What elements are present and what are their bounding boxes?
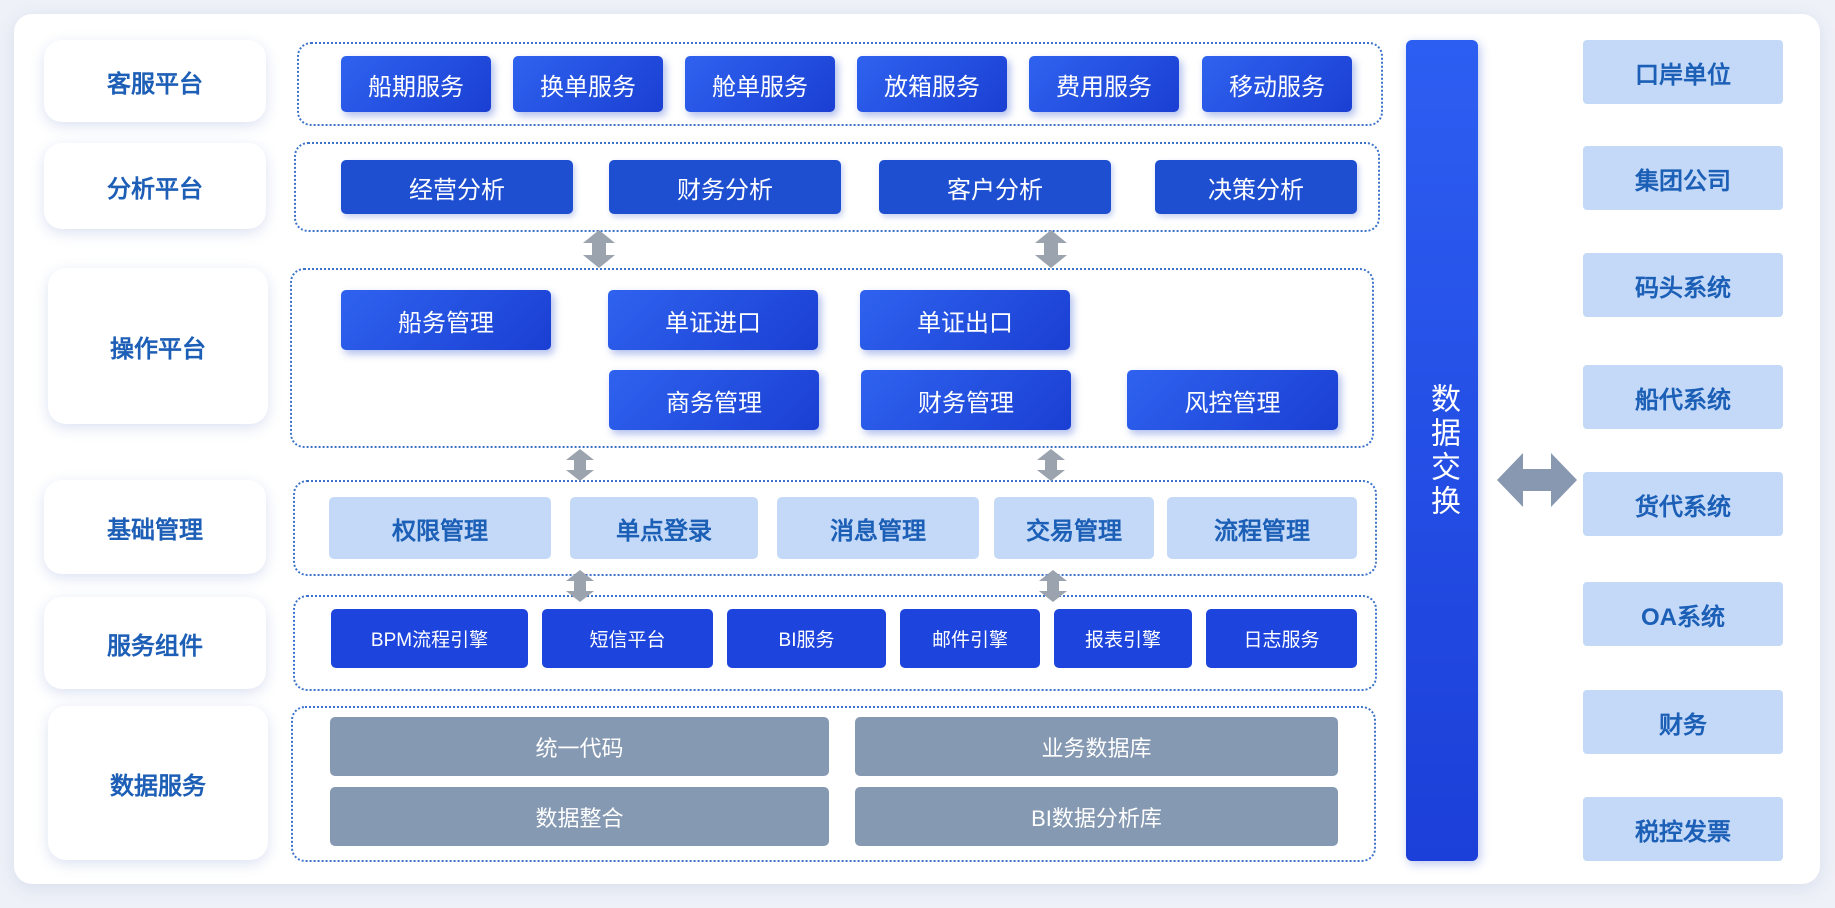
- box-single-sign-on: 单点登录: [570, 497, 758, 559]
- box-message-management: 消息管理: [777, 497, 979, 559]
- box-document-export: 单证出口: [860, 290, 1070, 350]
- external-finance: 财务: [1583, 690, 1783, 754]
- frame-foundation: [293, 480, 1377, 576]
- external-group-company: 集团公司: [1583, 146, 1783, 210]
- box-finance-management: 财务管理: [861, 370, 1071, 430]
- frame-customer-service: [297, 42, 1383, 126]
- box-business-database: 业务数据库: [855, 717, 1338, 776]
- box-bpm-engine: BPM流程引擎: [331, 609, 528, 668]
- double-arrow-vertical-icon: [566, 570, 594, 602]
- label-service-components: 服务组件: [44, 597, 266, 689]
- box-bi-analysis-database: BI数据分析库: [855, 787, 1338, 846]
- label-data-services: 数据服务: [48, 706, 268, 860]
- external-port-authority: 口岸单位: [1583, 40, 1783, 104]
- box-commerce-management: 商务管理: [609, 370, 819, 430]
- box-fee-service: 费用服务: [1029, 56, 1179, 112]
- box-sms-platform: 短信平台: [542, 609, 713, 668]
- label-operation-platform: 操作平台: [48, 268, 268, 424]
- box-financial-analysis: 财务分析: [609, 160, 841, 214]
- label-analysis-platform: 分析平台: [44, 143, 266, 229]
- box-permission-management: 权限管理: [329, 497, 551, 559]
- box-decision-analysis: 决策分析: [1155, 160, 1357, 214]
- double-arrow-vertical-icon: [1035, 230, 1067, 268]
- box-ship-schedule-service: 船期服务: [341, 56, 491, 112]
- box-unified-code: 统一代码: [330, 717, 829, 776]
- frame-components: [293, 595, 1377, 691]
- box-document-import: 单证进口: [608, 290, 818, 350]
- double-arrow-vertical-icon: [1037, 449, 1065, 481]
- double-arrow-vertical-icon: [583, 230, 615, 268]
- box-process-management: 流程管理: [1167, 497, 1357, 559]
- box-transaction-management: 交易管理: [994, 497, 1154, 559]
- box-mail-engine: 邮件引擎: [900, 609, 1040, 668]
- data-exchange-bar: 数据交换: [1406, 40, 1478, 861]
- frame-analysis: [294, 142, 1380, 232]
- double-arrow-horizontal-icon: [1497, 453, 1577, 507]
- box-log-service: 日志服务: [1206, 609, 1357, 668]
- double-arrow-vertical-icon: [1039, 570, 1067, 602]
- box-bi-service: BI服务: [727, 609, 886, 668]
- external-tax-invoice: 税控发票: [1583, 797, 1783, 861]
- label-customer-service-platform: 客服平台: [44, 40, 266, 122]
- box-data-integration: 数据整合: [330, 787, 829, 846]
- frame-operation: [290, 268, 1374, 448]
- box-customer-analysis: 客户分析: [879, 160, 1111, 214]
- label-foundation-management: 基础管理: [44, 480, 266, 574]
- box-manifest-service: 舱单服务: [685, 56, 835, 112]
- box-container-release-service: 放箱服务: [857, 56, 1007, 112]
- box-business-analysis: 经营分析: [341, 160, 573, 214]
- box-mobile-service: 移动服务: [1202, 56, 1352, 112]
- box-bill-exchange-service: 换单服务: [513, 56, 663, 112]
- box-report-engine: 报表引擎: [1054, 609, 1192, 668]
- external-terminal-system: 码头系统: [1583, 253, 1783, 317]
- external-freight-forwarder-system: 货代系统: [1583, 472, 1783, 536]
- box-ship-affairs-management: 船务管理: [341, 290, 551, 350]
- data-exchange-label: 数据交换: [1426, 382, 1459, 519]
- double-arrow-vertical-icon: [566, 449, 594, 481]
- external-ship-agent-system: 船代系统: [1583, 365, 1783, 429]
- box-risk-control-management: 风控管理: [1127, 370, 1338, 430]
- frame-data-services: [291, 706, 1376, 862]
- external-oa-system: OA系统: [1583, 582, 1783, 646]
